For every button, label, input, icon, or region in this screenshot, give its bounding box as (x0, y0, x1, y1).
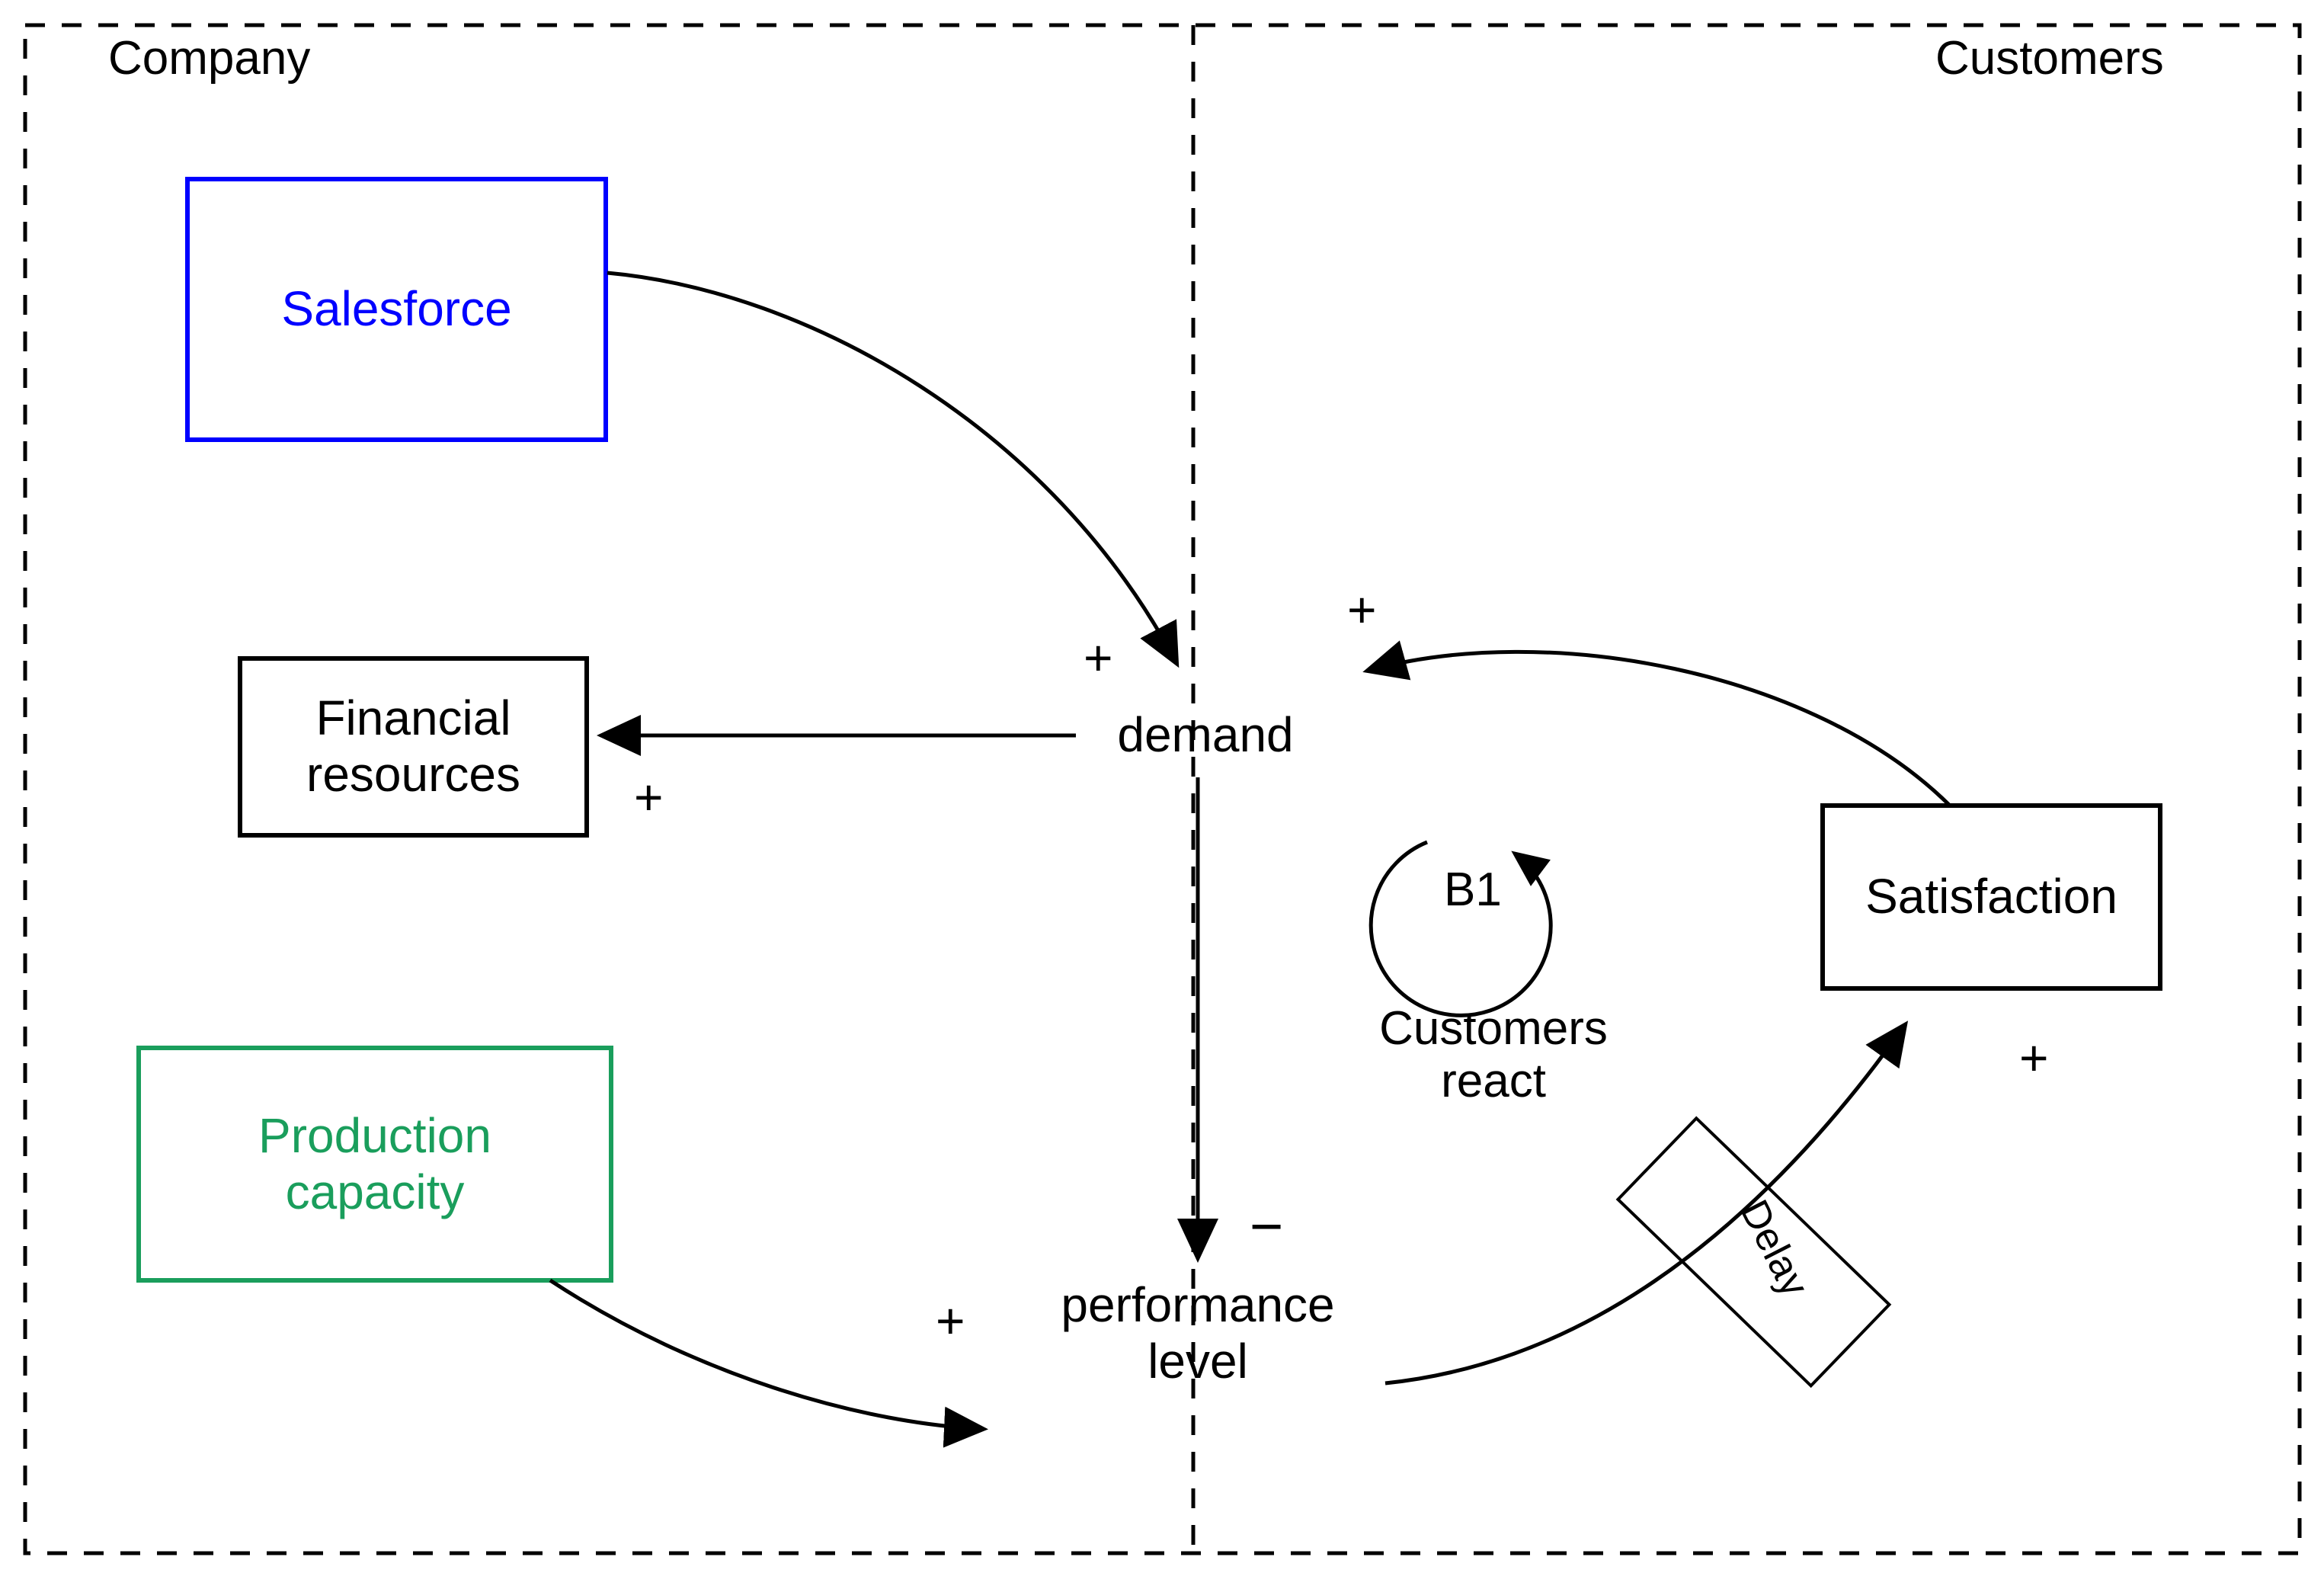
sign-demand-to-performance-level: − (1250, 1194, 1284, 1259)
financial-resources-box[interactable] (238, 656, 589, 838)
production-capacity-box[interactable] (136, 1046, 613, 1283)
sign-salesforce-to-demand: + (1084, 630, 1113, 686)
loop-caption-line2: react (1441, 1055, 1546, 1108)
boundary-label-customers: Customers (1935, 32, 2164, 85)
link-satisfaction-to-demand (1362, 640, 1951, 806)
system-boundary-rect (23, 23, 2302, 1555)
loop-caption: Customers react (1326, 1002, 1661, 1108)
sign-production-capacity-to-performance-level: + (936, 1293, 965, 1349)
delay-marker (1615, 1116, 1892, 1389)
loop-identifier-b1: B1 (1444, 863, 1502, 916)
boundary-label-company: Company (108, 32, 311, 85)
salesforce-box[interactable] (185, 177, 608, 442)
b1-loop-arrow (1368, 840, 1553, 1017)
link-performance-level-to-satisfaction (1384, 1020, 1909, 1386)
link-production-capacity-to-performance-level (549, 1278, 988, 1448)
sign-satisfaction-to-demand: + (1347, 581, 1377, 638)
link-salesforce-to-demand (607, 271, 1180, 668)
satisfaction-box[interactable] (1820, 803, 2162, 991)
loop-caption-line1: Customers (1379, 1002, 1608, 1055)
sign-demand-to-financial-resources: + (634, 769, 664, 825)
sign-performance-level-to-satisfaction: + (2019, 1030, 2049, 1086)
